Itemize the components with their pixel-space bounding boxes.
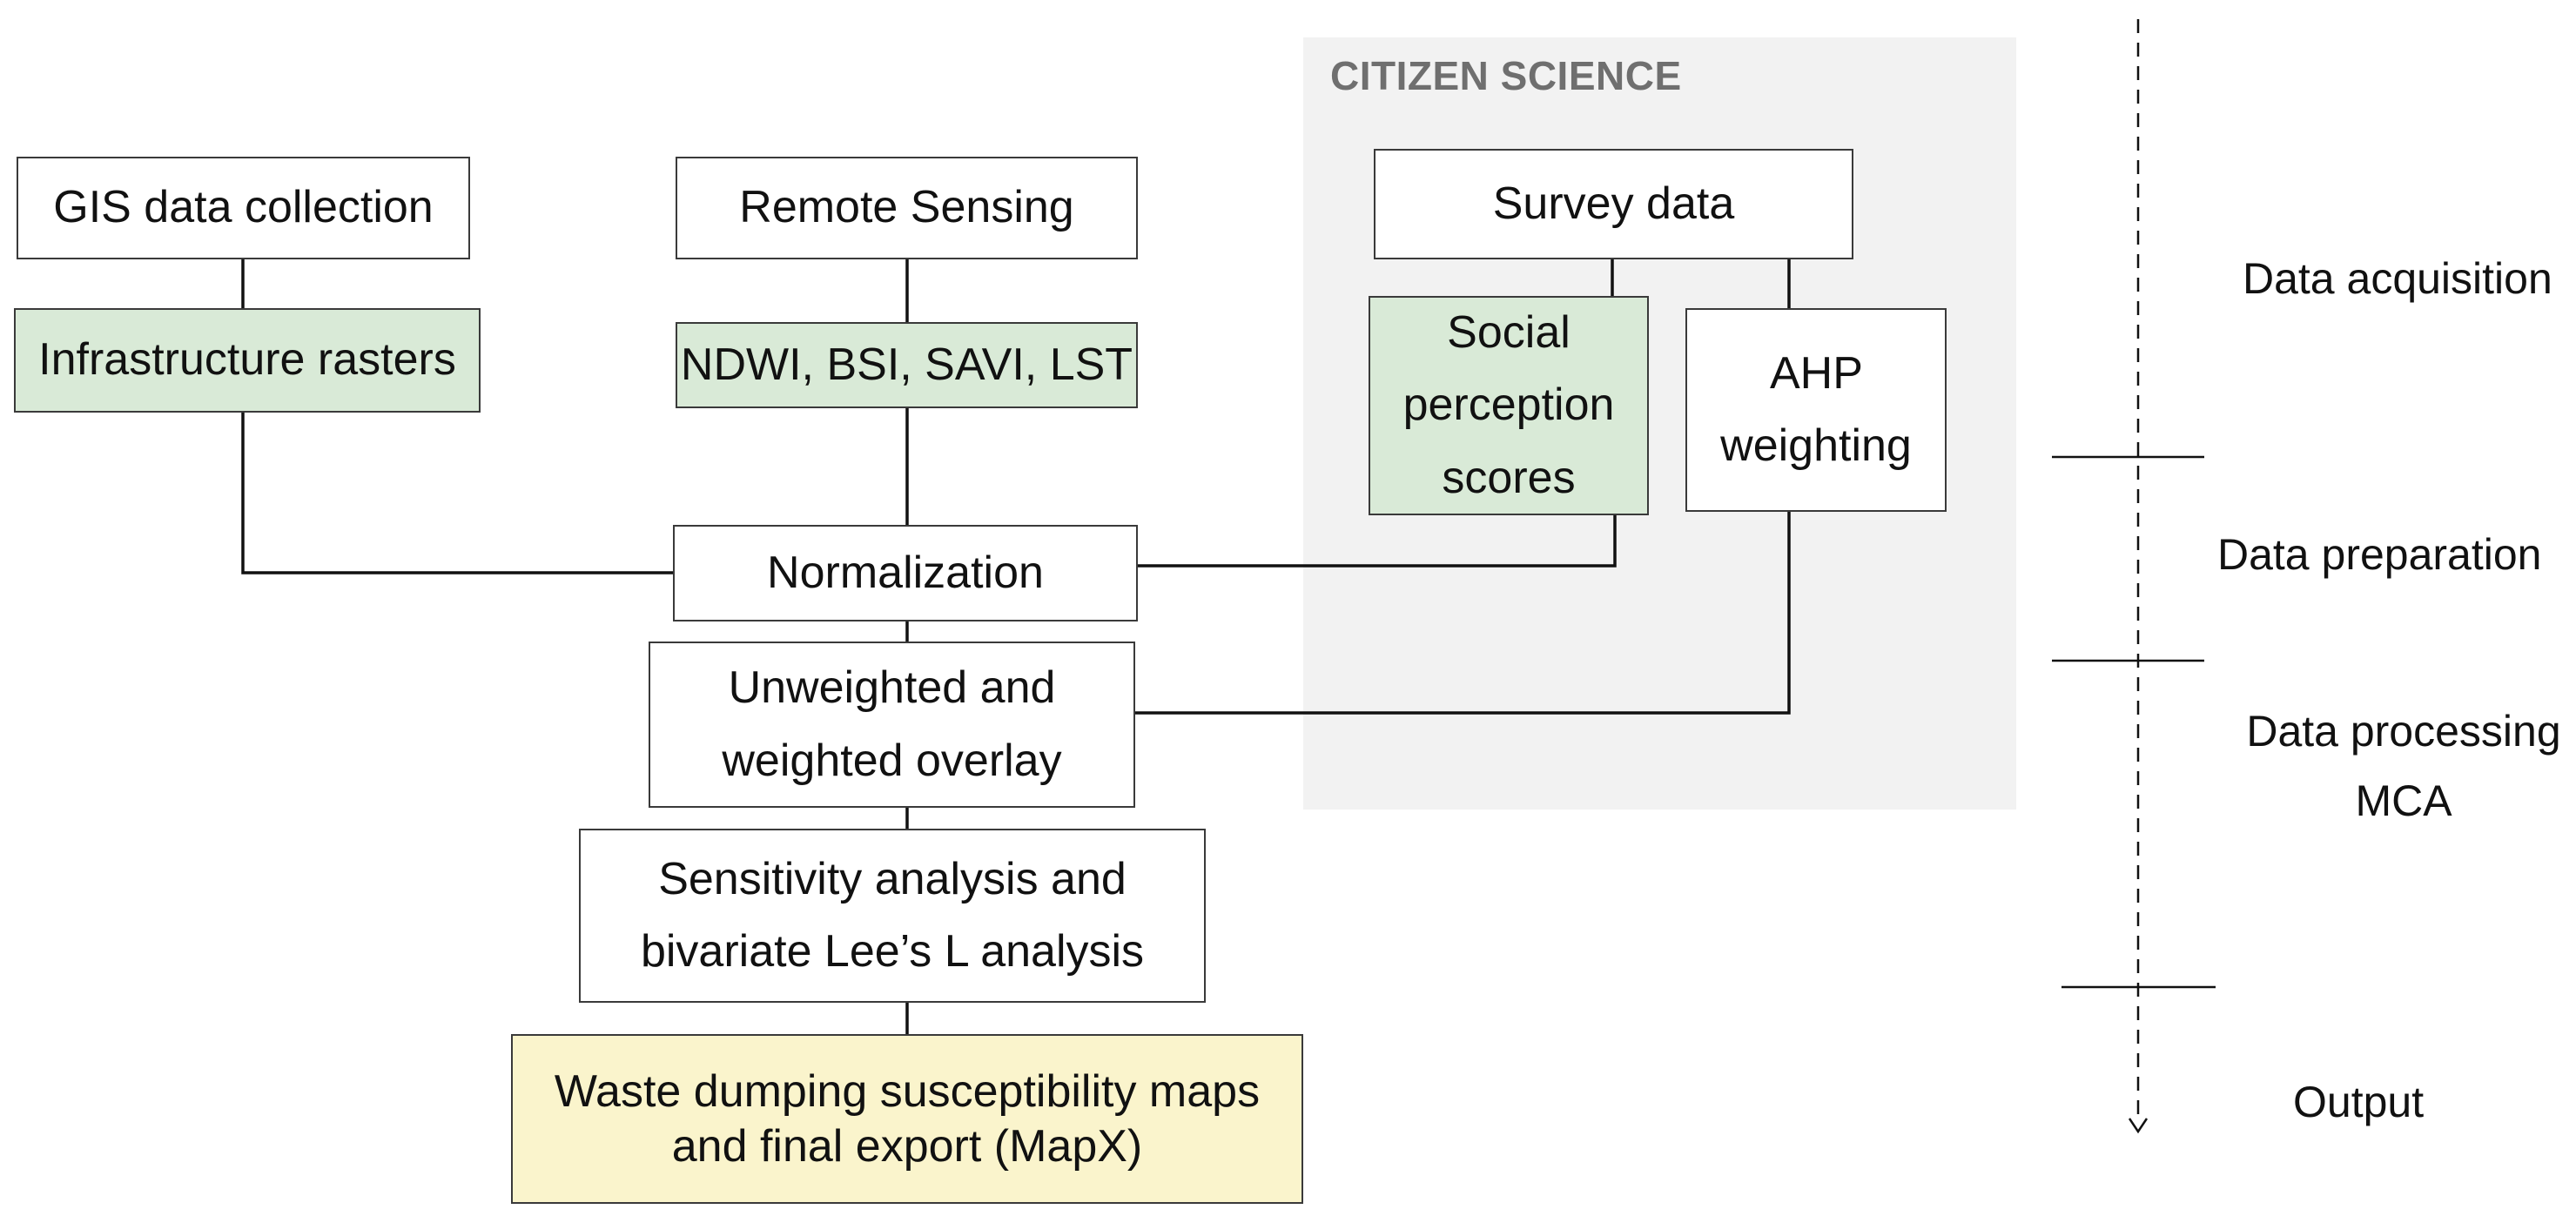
- connector-infra-normalization: [241, 413, 673, 574]
- citizen-science-title: CITIZEN SCIENCE: [1330, 53, 1682, 98]
- sensitivity-analysis-text: Sensitivity analysis and bivariate Lee’s…: [640, 853, 1145, 977]
- social-perception-scores-text: Social perception scores: [1402, 307, 1615, 503]
- sensitivity-analysis-box: Sensitivity analysis and bivariate Lee’s…: [579, 829, 1206, 1003]
- stage-label-acquisition: Data acquisition: [2243, 254, 2552, 303]
- output-maps-text: Waste dumping susceptibility maps and fi…: [554, 1066, 1261, 1172]
- output-maps-box: Waste dumping susceptibility maps and fi…: [511, 1034, 1303, 1204]
- connector-social-normalization: [1138, 515, 1617, 568]
- infrastructure-rasters-box: Infrastructure rasters: [14, 308, 481, 413]
- remote-sensing-box: Remote Sensing: [676, 157, 1138, 259]
- survey-data-box: Survey data: [1374, 149, 1853, 259]
- stage-label-output: Output: [2293, 1078, 2425, 1126]
- social-perception-scores-box: Social perception scores: [1369, 296, 1649, 515]
- overlay-text: Unweighted and weighted overlay: [722, 662, 1062, 786]
- overlay-box: Unweighted and weighted overlay: [649, 642, 1135, 808]
- timeline-arrowhead: [2128, 1118, 2149, 1134]
- normalization-box: Normalization: [673, 525, 1138, 621]
- stage-label-processing: Data processing MCA: [2246, 707, 2561, 825]
- connector-ahp-overlay: [1135, 512, 1791, 715]
- stage-label-preparation: Data preparation: [2217, 530, 2542, 579]
- ahp-weighting-text: AHP weighting: [1720, 347, 1912, 471]
- gis-data-collection-box: GIS data collection: [17, 157, 470, 259]
- indices-box: NDWI, BSI, SAVI, LST: [676, 322, 1138, 408]
- ahp-weighting-box: AHP weighting: [1685, 308, 1947, 512]
